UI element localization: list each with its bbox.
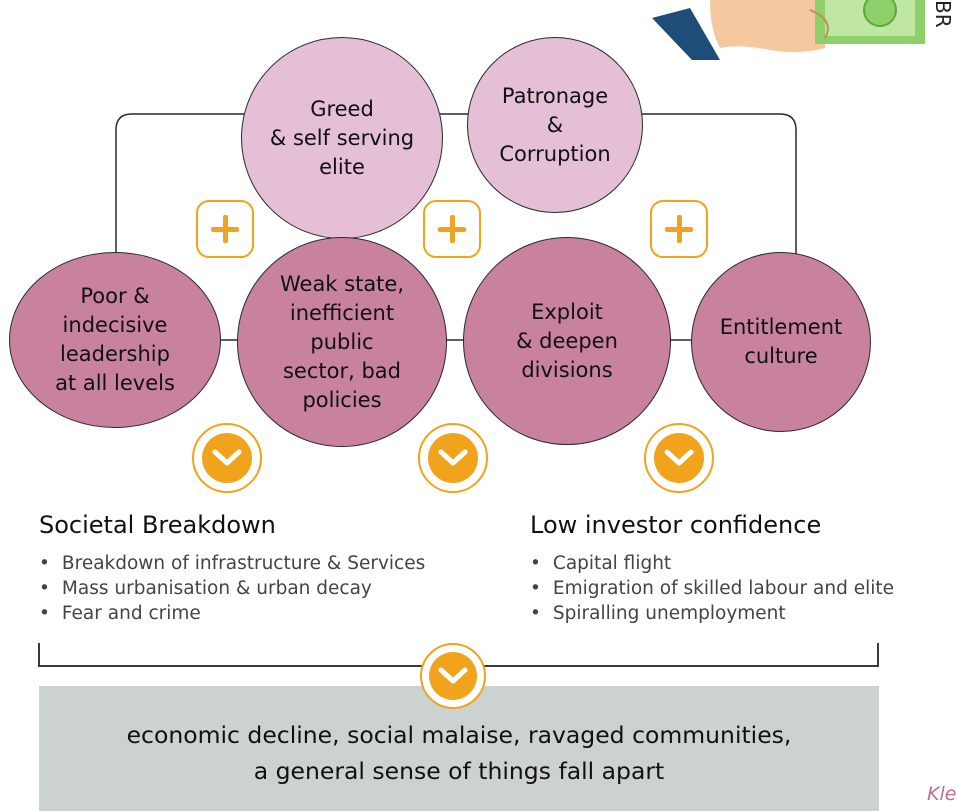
circle-exploit-divisions-label: Exploit & deepen divisions bbox=[516, 299, 618, 382]
circle-poor-leadership: Poor & indecisive leadership at all leve… bbox=[9, 252, 221, 428]
cutoff-text-fragment: Kle bbox=[927, 783, 957, 805]
chevron-down-icon bbox=[420, 643, 486, 709]
chevron-down-icon bbox=[192, 423, 262, 493]
outcome-box: economic decline, social malaise, ravage… bbox=[39, 686, 879, 811]
circle-poor-leadership-label: Poor & indecisive leadership at all leve… bbox=[55, 284, 175, 395]
circle-weak-state: Weak state, inefficient public sector, b… bbox=[237, 237, 447, 447]
chevron-down-icon bbox=[418, 423, 488, 493]
plus-icon bbox=[196, 200, 254, 258]
circle-greed-elite-label: Greed & self serving elite bbox=[269, 96, 415, 179]
circle-patronage-corruption-label: Patronage & Corruption bbox=[499, 83, 611, 166]
list-item: Fear and crime bbox=[39, 601, 425, 626]
list-item: Spiralling unemployment bbox=[530, 601, 894, 626]
list-item: Emigration of skilled labour and elite bbox=[530, 576, 894, 601]
circle-entitlement-culture: Entitlement culture bbox=[691, 252, 871, 432]
circle-weak-state-label: Weak state, inefficient public sector, b… bbox=[279, 271, 405, 412]
circle-entitlement-culture-label: Entitlement culture bbox=[719, 315, 843, 368]
circle-exploit-divisions: Exploit & deepen divisions bbox=[463, 237, 671, 445]
circle-greed-elite: Greed & self serving elite bbox=[241, 37, 443, 239]
societal-breakdown-list: Breakdown of infrastructure & Services M… bbox=[39, 551, 425, 626]
list-item: Mass urbanisation & urban decay bbox=[39, 576, 425, 601]
circle-patronage-corruption: Patronage & Corruption bbox=[467, 37, 643, 213]
list-item: Breakdown of infrastructure & Services bbox=[39, 551, 425, 576]
investor-confidence-heading: Low investor confidence bbox=[530, 511, 822, 539]
societal-breakdown-heading: Societal Breakdown bbox=[39, 511, 276, 539]
plus-icon bbox=[423, 200, 481, 258]
outcome-text: economic decline, social malaise, ravage… bbox=[126, 720, 792, 785]
vertical-label-fragment: BR bbox=[931, 0, 955, 28]
list-item: Capital flight bbox=[530, 551, 894, 576]
plus-icon bbox=[650, 200, 708, 258]
investor-confidence-list: Capital flight Emigration of skilled lab… bbox=[530, 551, 894, 626]
chevron-down-icon bbox=[644, 423, 714, 493]
money-hand-illustration bbox=[652, 0, 925, 60]
